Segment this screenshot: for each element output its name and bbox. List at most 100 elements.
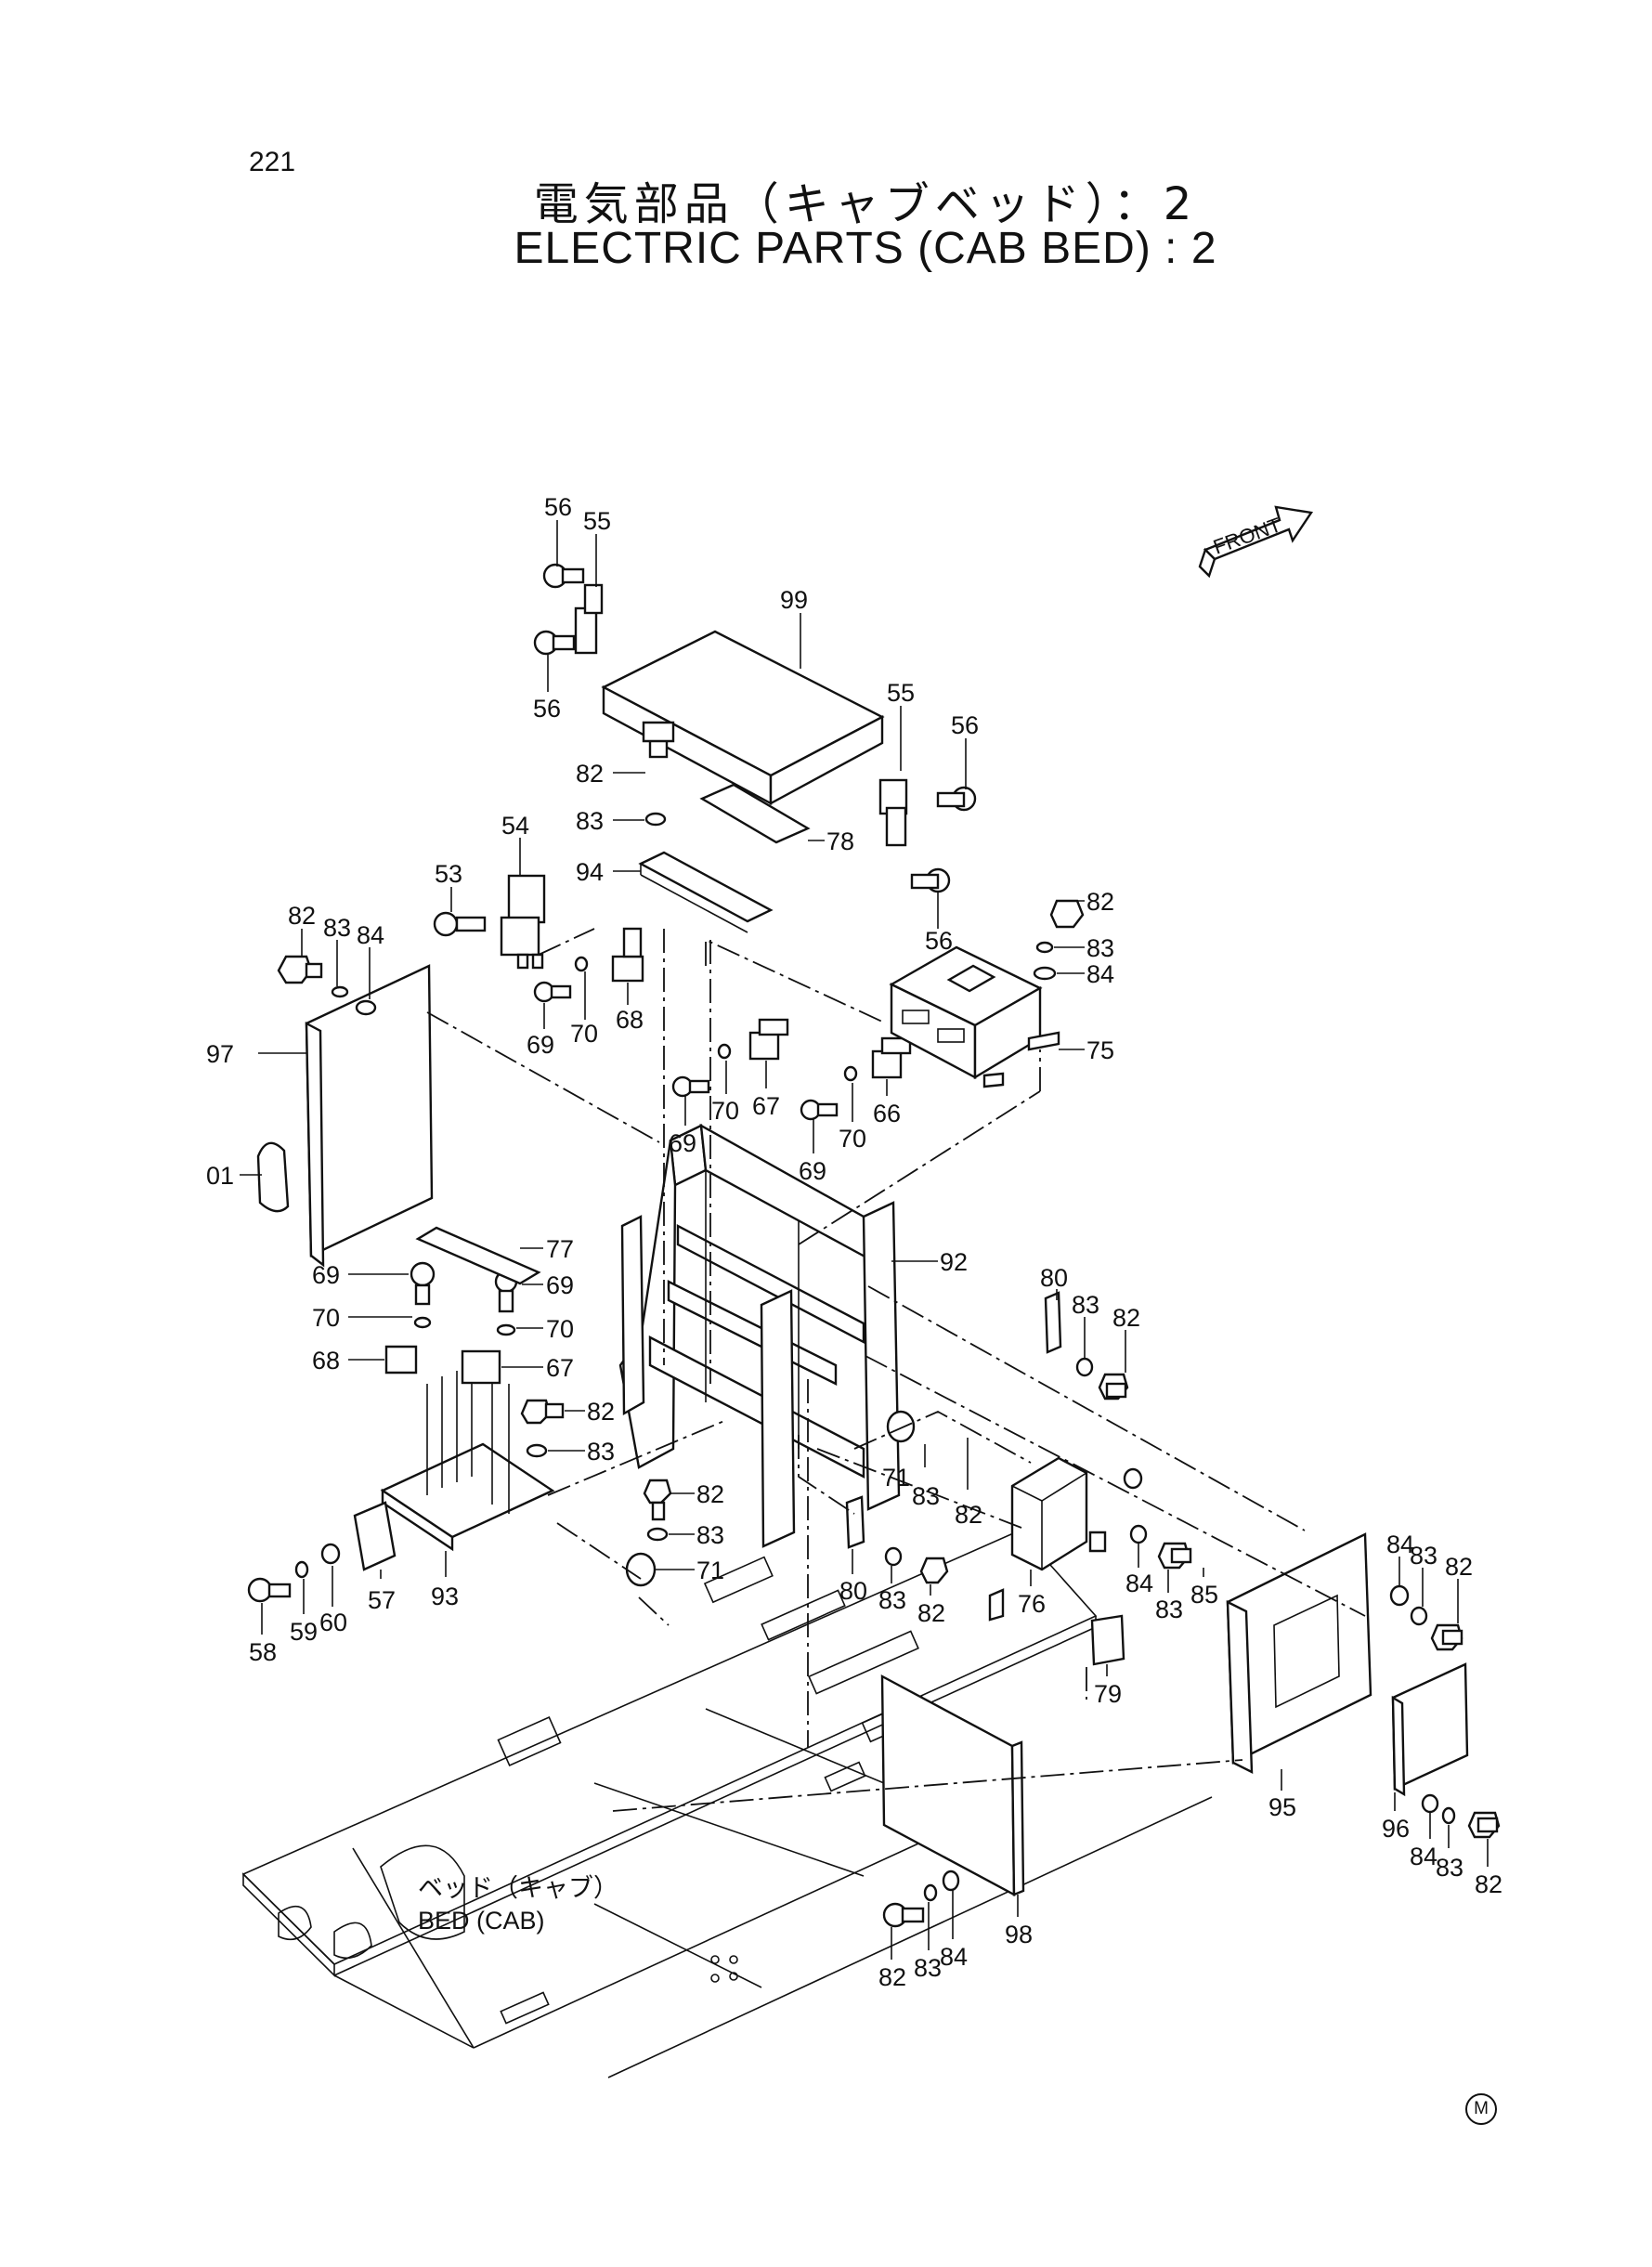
part-99-controller-box <box>601 630 885 806</box>
callout-83: 83 <box>1086 934 1114 962</box>
callout-83: 83 <box>1072 1291 1099 1319</box>
part-68-connector <box>533 927 644 1003</box>
callout-84: 84 <box>1410 1843 1437 1870</box>
callout-54: 54 <box>501 812 529 840</box>
callout-83: 83 <box>1410 1542 1437 1570</box>
title-japanese: 電気部品（キャブベッド）：2 <box>533 178 1198 230</box>
part-66-connector <box>800 1036 912 1121</box>
part-96-cover <box>1391 1662 1501 1839</box>
callout-60: 60 <box>319 1609 347 1636</box>
callout-84: 84 <box>1125 1570 1153 1597</box>
part-82-bolt-left <box>277 955 377 1016</box>
callouts: 56 55 56 99 55 56 56 82 83 78 94 53 54 8… <box>206 493 1502 1991</box>
callout-82: 82 <box>288 902 316 930</box>
callout-83: 83 <box>696 1521 724 1549</box>
callout-82: 82 <box>917 1599 945 1627</box>
callout-83: 83 <box>1155 1596 1183 1623</box>
callout-56: 56 <box>544 493 572 521</box>
callout-69: 69 <box>527 1031 554 1059</box>
callout-70: 70 <box>312 1304 340 1332</box>
title-english: ELECTRIC PARTS (CAB BED) : 2 <box>514 224 1217 273</box>
callout-98: 98 <box>1005 1921 1033 1948</box>
bed-label-en: BED (CAB) <box>418 1907 545 1935</box>
callout-59: 59 <box>290 1618 318 1646</box>
callout-69: 69 <box>312 1261 340 1289</box>
callout-67: 67 <box>752 1092 780 1120</box>
callout-70: 70 <box>711 1097 739 1125</box>
callout-95: 95 <box>1268 1793 1296 1821</box>
callout-75: 75 <box>1086 1036 1114 1064</box>
bed-label-jp: ベッド（キャブ） <box>418 1874 618 1903</box>
front-arrow: FRONT <box>1198 505 1314 579</box>
part-55-bracket-left <box>533 563 604 656</box>
callout-83: 83 <box>323 914 351 942</box>
part-98-panel <box>880 1674 1025 1928</box>
callout-71: 71 <box>696 1557 724 1584</box>
callout-82: 82 <box>878 1963 906 1991</box>
callout-83: 83 <box>576 807 604 835</box>
callout-93: 93 <box>431 1583 459 1610</box>
part-97-panel <box>256 964 434 1268</box>
callout-82: 82 <box>1112 1304 1140 1332</box>
callout-82: 82 <box>1475 1870 1502 1898</box>
callout-83: 83 <box>878 1586 906 1614</box>
callout-92: 92 <box>940 1248 968 1276</box>
callout-01: 01 <box>206 1162 234 1190</box>
callout-83: 83 <box>1436 1854 1463 1882</box>
callout-57: 57 <box>368 1586 396 1614</box>
callout-69: 69 <box>799 1157 826 1185</box>
callout-67: 67 <box>546 1354 574 1382</box>
callout-82: 82 <box>955 1501 982 1529</box>
page-number: 221 <box>249 147 296 177</box>
callout-83: 83 <box>912 1482 940 1510</box>
callout-97: 97 <box>206 1040 234 1068</box>
part-54-relay <box>433 874 546 970</box>
callout-69: 69 <box>546 1271 574 1299</box>
part-80-bracket <box>845 1291 1129 1584</box>
callout-77: 77 <box>546 1235 574 1263</box>
callout-94: 94 <box>576 858 604 886</box>
part-82-bolt-center <box>520 1399 916 1587</box>
circled-m-mark: M <box>1465 2093 1497 2125</box>
part-58-bolt <box>247 1543 341 1603</box>
callout-82: 82 <box>587 1398 615 1426</box>
callout-69: 69 <box>669 1129 696 1157</box>
callout-70: 70 <box>839 1125 866 1153</box>
callout-83: 83 <box>914 1954 942 1982</box>
callout-85: 85 <box>1190 1581 1218 1609</box>
callout-79: 79 <box>1094 1680 1122 1708</box>
leader-lines <box>240 520 1489 1960</box>
callout-84: 84 <box>1386 1531 1414 1558</box>
callout-82: 82 <box>1086 888 1114 916</box>
part-75-control-unit <box>889 899 1085 1088</box>
callout-84: 84 <box>940 1943 968 1971</box>
callout-80: 80 <box>839 1577 867 1605</box>
callout-56: 56 <box>533 695 561 723</box>
callout-68: 68 <box>616 1006 644 1034</box>
callout-68: 68 <box>312 1347 340 1375</box>
callout-82: 82 <box>576 760 604 788</box>
front-label: FRONT <box>1210 513 1284 558</box>
assembly-lines <box>426 928 1366 1812</box>
callout-78: 78 <box>826 827 854 855</box>
callout-70: 70 <box>570 1020 598 1048</box>
part-67-connector <box>671 1018 789 1098</box>
callout-76: 76 <box>1018 1590 1046 1618</box>
callout-99: 99 <box>780 586 808 614</box>
part-55-bracket-right <box>878 778 977 893</box>
callout-66: 66 <box>873 1100 901 1127</box>
part-76-box <box>988 1456 1192 1666</box>
part-93-bracket <box>353 1226 555 1571</box>
callout-80: 80 <box>1040 1264 1068 1292</box>
callout-53: 53 <box>435 860 462 888</box>
callout-56: 56 <box>951 711 979 739</box>
callout-71: 71 <box>882 1464 910 1492</box>
callout-83: 83 <box>587 1438 615 1466</box>
part-95-panel <box>1226 1532 1463 1774</box>
callout-55: 55 <box>887 679 915 707</box>
callout-96: 96 <box>1382 1815 1410 1843</box>
callout-70: 70 <box>546 1315 574 1343</box>
callout-84: 84 <box>357 921 384 949</box>
callout-82: 82 <box>1445 1553 1473 1581</box>
